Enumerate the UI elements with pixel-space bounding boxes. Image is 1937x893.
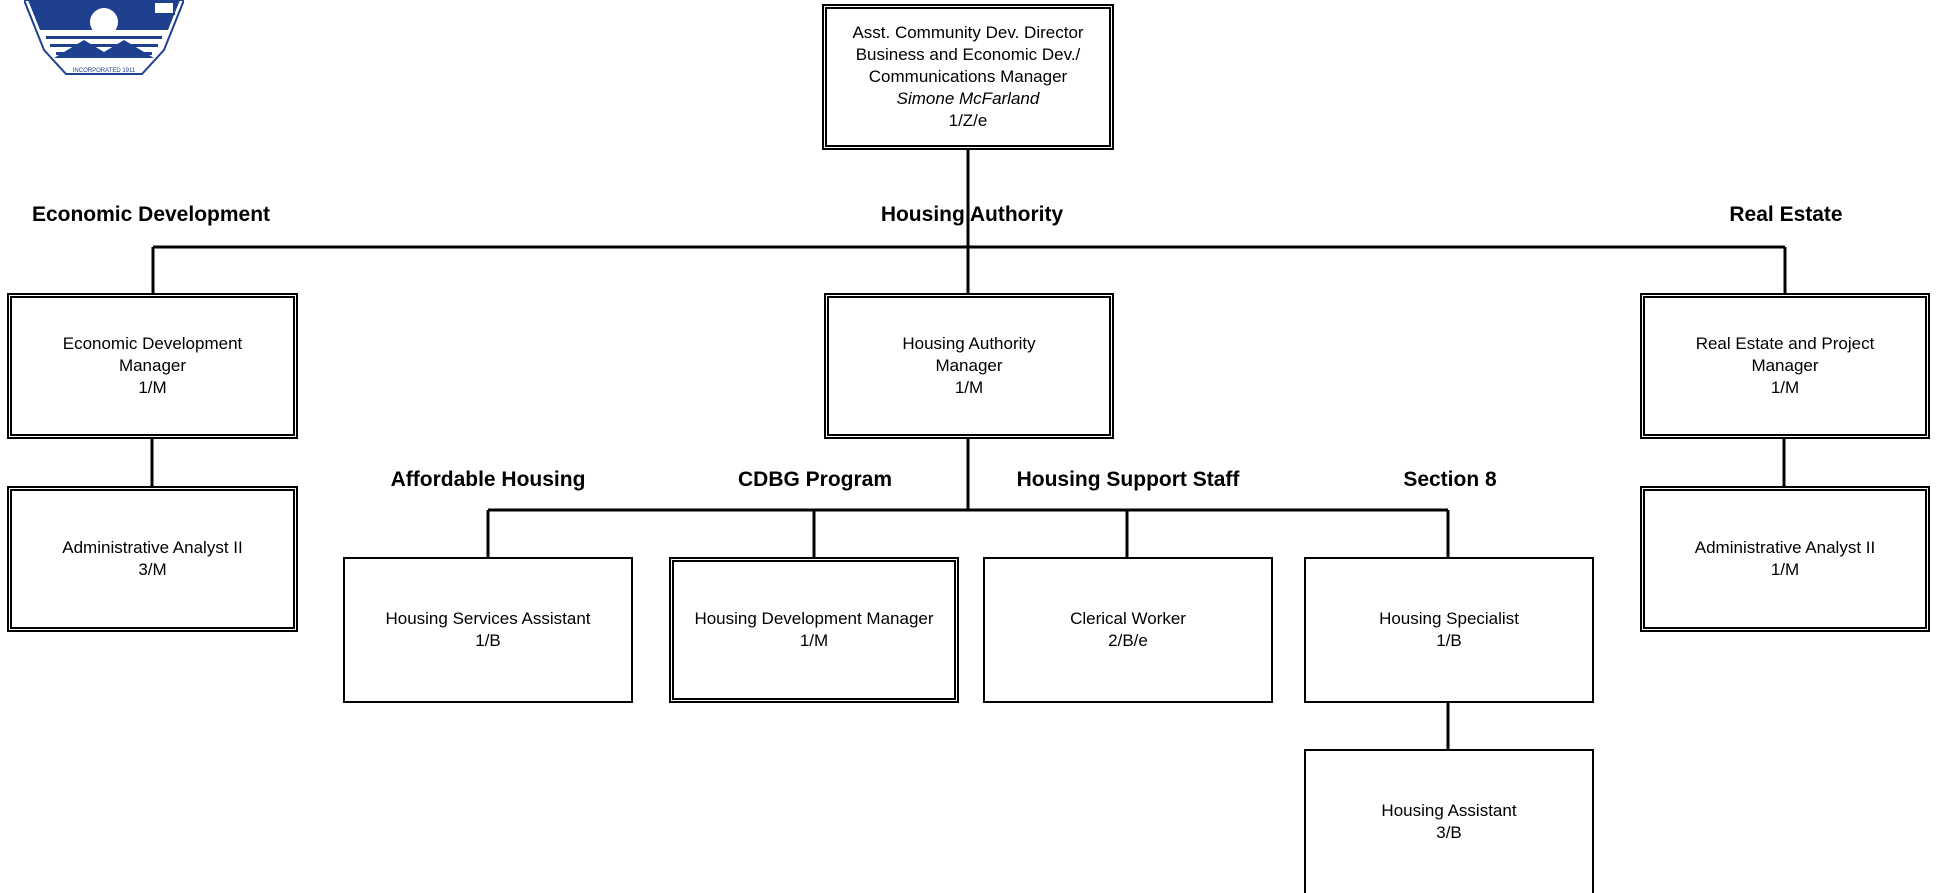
position-clerical-worker: Clerical Worker 2/B/e <box>983 557 1273 703</box>
director-title-line-2: Business and Economic Dev./ <box>855 45 1081 64</box>
position-title-line: Real Estate and Project <box>1695 334 1875 353</box>
position-code: 3/B <box>1436 823 1462 842</box>
position-code: 1/M <box>799 631 829 650</box>
position-housing-specialist: Housing Specialist 1/B <box>1304 557 1594 703</box>
position-econ-dev-manager: Economic Development Manager 1/M <box>7 293 298 439</box>
city-seal-logo: INCORPORATED 1911 <box>24 0 184 75</box>
section-heading-affordable-housing: Affordable Housing <box>390 468 586 491</box>
division-heading-economic-development: Economic Development <box>31 203 271 226</box>
director-title-line-1: Asst. Community Dev. Director <box>852 23 1084 42</box>
position-housing-development-manager: Housing Development Manager 1/M <box>669 557 959 703</box>
position-title-line: Manager <box>935 356 1003 375</box>
position-title-line: Administrative Analyst II <box>62 538 243 557</box>
position-title-line: Manager <box>1751 356 1819 375</box>
position-title-line: Housing Assistant <box>1381 801 1517 820</box>
director-box: Asst. Community Dev. Director Business a… <box>822 4 1114 150</box>
position-real-estate-manager: Real Estate and Project Manager 1/M <box>1640 293 1930 439</box>
position-code: 2/B/e <box>1108 631 1148 650</box>
director-name: Simone McFarland <box>896 89 1040 108</box>
position-code: 1/M <box>138 378 167 397</box>
position-title-line: Economic Development <box>62 334 243 353</box>
position-title-line: Administrative Analyst II <box>1694 538 1876 557</box>
logo-seal-text: INCORPORATED 1911 <box>73 68 136 74</box>
section-heading-cdbg-program: CDBG Program <box>737 468 893 491</box>
position-housing-services-assistant: Housing Services Assistant 1/B <box>343 557 633 703</box>
section-heading-section-8: Section 8 <box>1403 468 1497 491</box>
position-code: 1/B <box>1436 631 1462 650</box>
position-real-estate-admin-analyst: Administrative Analyst II 1/M <box>1640 486 1930 632</box>
position-housing-authority-manager: Housing Authority Manager 1/M <box>824 293 1114 439</box>
director-code: 1/Z/e <box>948 111 988 130</box>
position-title-line: Clerical Worker <box>1070 609 1186 628</box>
position-code: 1/M <box>1770 378 1800 397</box>
position-housing-assistant: Housing Assistant 3/B <box>1304 749 1594 893</box>
position-title-line: Manager <box>118 356 187 375</box>
position-title-line: Housing Development Manager <box>694 609 934 628</box>
director-title-line-3: Communications Manager <box>868 67 1068 86</box>
division-heading-housing-authority: Housing Authority <box>880 203 1064 226</box>
position-title-line: Housing Services Assistant <box>385 609 591 628</box>
position-code: 3/M <box>138 560 167 579</box>
section-heading-housing-support-staff: Housing Support Staff <box>1016 468 1240 491</box>
position-code: 1/M <box>1770 560 1800 579</box>
division-heading-real-estate: Real Estate <box>1729 203 1843 226</box>
position-code: 1/B <box>475 631 501 650</box>
position-code: 1/M <box>954 378 984 397</box>
position-title-line: Housing Specialist <box>1379 609 1519 628</box>
position-title-line: Housing Authority <box>902 334 1036 353</box>
position-econ-admin-analyst: Administrative Analyst II 3/M <box>7 486 298 632</box>
